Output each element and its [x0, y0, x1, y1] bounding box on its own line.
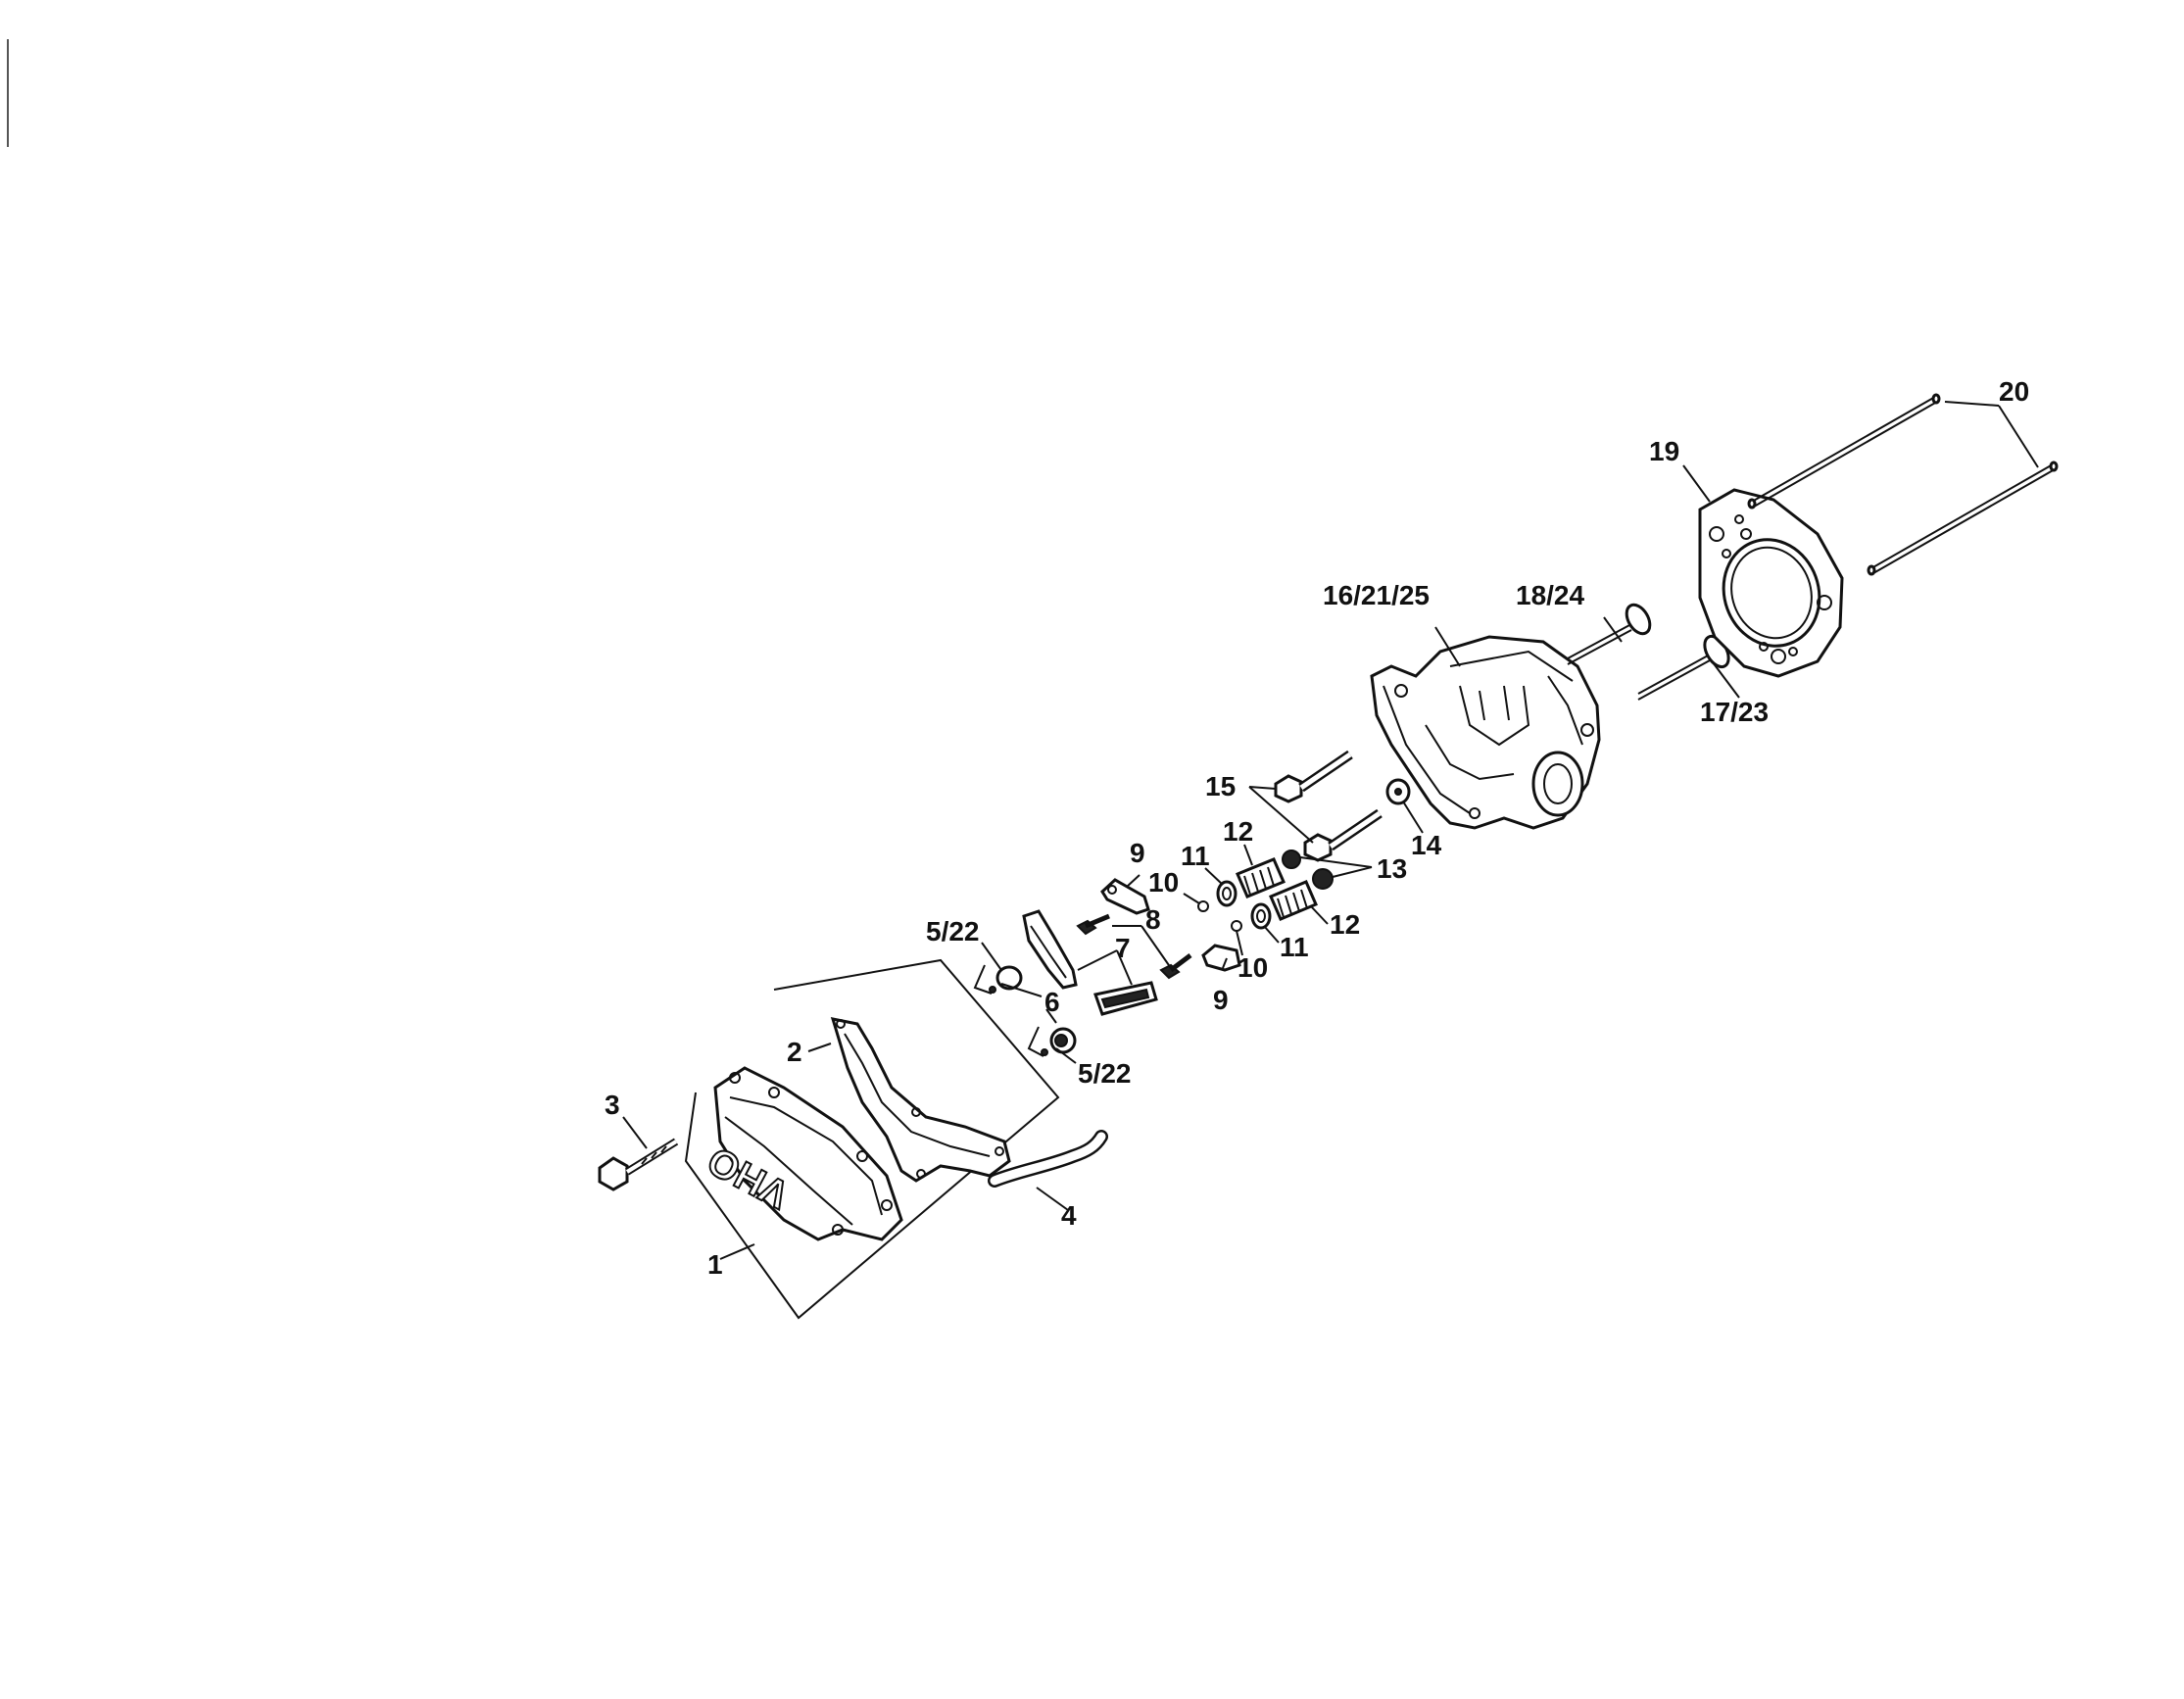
callout-5-22-upper: 5/22 — [926, 916, 980, 947]
callout-1: 1 — [707, 1249, 723, 1280]
callout-18-24: 18/24 — [1516, 580, 1584, 610]
rocker-pivot-upper — [973, 964, 1023, 995]
guide-plate-upper — [1100, 878, 1150, 915]
callout-12-lower: 12 — [1330, 909, 1360, 940]
rocker-stud-lower — [1159, 953, 1192, 980]
valve-stem-seal-lower — [1312, 868, 1334, 890]
cover-bolt — [598, 1138, 679, 1191]
callout-12-upper: 12 — [1223, 816, 1253, 847]
callout-17-23: 17/23 — [1700, 697, 1769, 727]
rocker-pivot-lower — [1027, 1026, 1077, 1057]
valve-cover-gasket — [830, 1017, 1011, 1183]
callout-6: 6 — [1044, 987, 1060, 1017]
breather-hose — [988, 1130, 1108, 1188]
washer — [1385, 778, 1411, 805]
valve-intake — [1567, 603, 1652, 665]
callout-14: 14 — [1411, 830, 1442, 860]
callout-19: 19 — [1649, 436, 1679, 466]
valve-spring-lower — [1269, 880, 1318, 921]
spring-retainer-lower — [1250, 902, 1272, 930]
callout-8: 8 — [1145, 904, 1161, 935]
spring-retainer-upper — [1216, 880, 1238, 907]
callout-7: 7 — [1115, 933, 1131, 963]
callout-15: 15 — [1205, 771, 1236, 801]
callout-20: 20 — [1999, 376, 2029, 407]
callout-4: 4 — [1061, 1200, 1077, 1231]
callout-3: 3 — [605, 1090, 620, 1120]
cylinder-head — [1370, 635, 1601, 830]
callout-10-upper: 10 — [1148, 867, 1179, 898]
callout-9-lower: 9 — [1213, 985, 1229, 1015]
callout-9-upper: 9 — [1130, 838, 1145, 868]
valve-cover-bracket — [684, 958, 1060, 1320]
valve-spring-upper — [1236, 857, 1286, 898]
rocker-stud-upper — [1076, 913, 1110, 936]
callout-16-21-25: 16/21/25 — [1323, 580, 1430, 610]
head-bolt-upper — [1274, 750, 1353, 803]
leader-lines — [622, 401, 2039, 1260]
head-gasket — [1698, 488, 1844, 678]
callout-10-lower: 10 — [1238, 952, 1268, 983]
callout-11-lower: 11 — [1280, 932, 1309, 962]
push-rod-upper — [1747, 393, 1941, 510]
rocker-arm-lower — [1093, 981, 1158, 1016]
callout-13: 13 — [1377, 853, 1407, 884]
rocker-arm-upper — [1022, 909, 1078, 990]
valve-keeper-upper — [1197, 900, 1209, 912]
guide-plate-lower — [1201, 944, 1241, 972]
callout-labels: 1 2 3 4 5/22 5/22 6 7 8 9 9 10 10 11 11 … — [605, 376, 2029, 1280]
callout-11-upper: 11 — [1181, 841, 1210, 871]
push-rod-lower — [1867, 461, 2059, 576]
callout-5-22-lower: 5/22 — [1078, 1058, 1132, 1089]
callout-2: 2 — [787, 1037, 802, 1067]
valve-keeper-lower — [1231, 920, 1242, 932]
head-bolt-lower — [1303, 808, 1383, 862]
valve-stem-seal-upper — [1282, 850, 1301, 869]
